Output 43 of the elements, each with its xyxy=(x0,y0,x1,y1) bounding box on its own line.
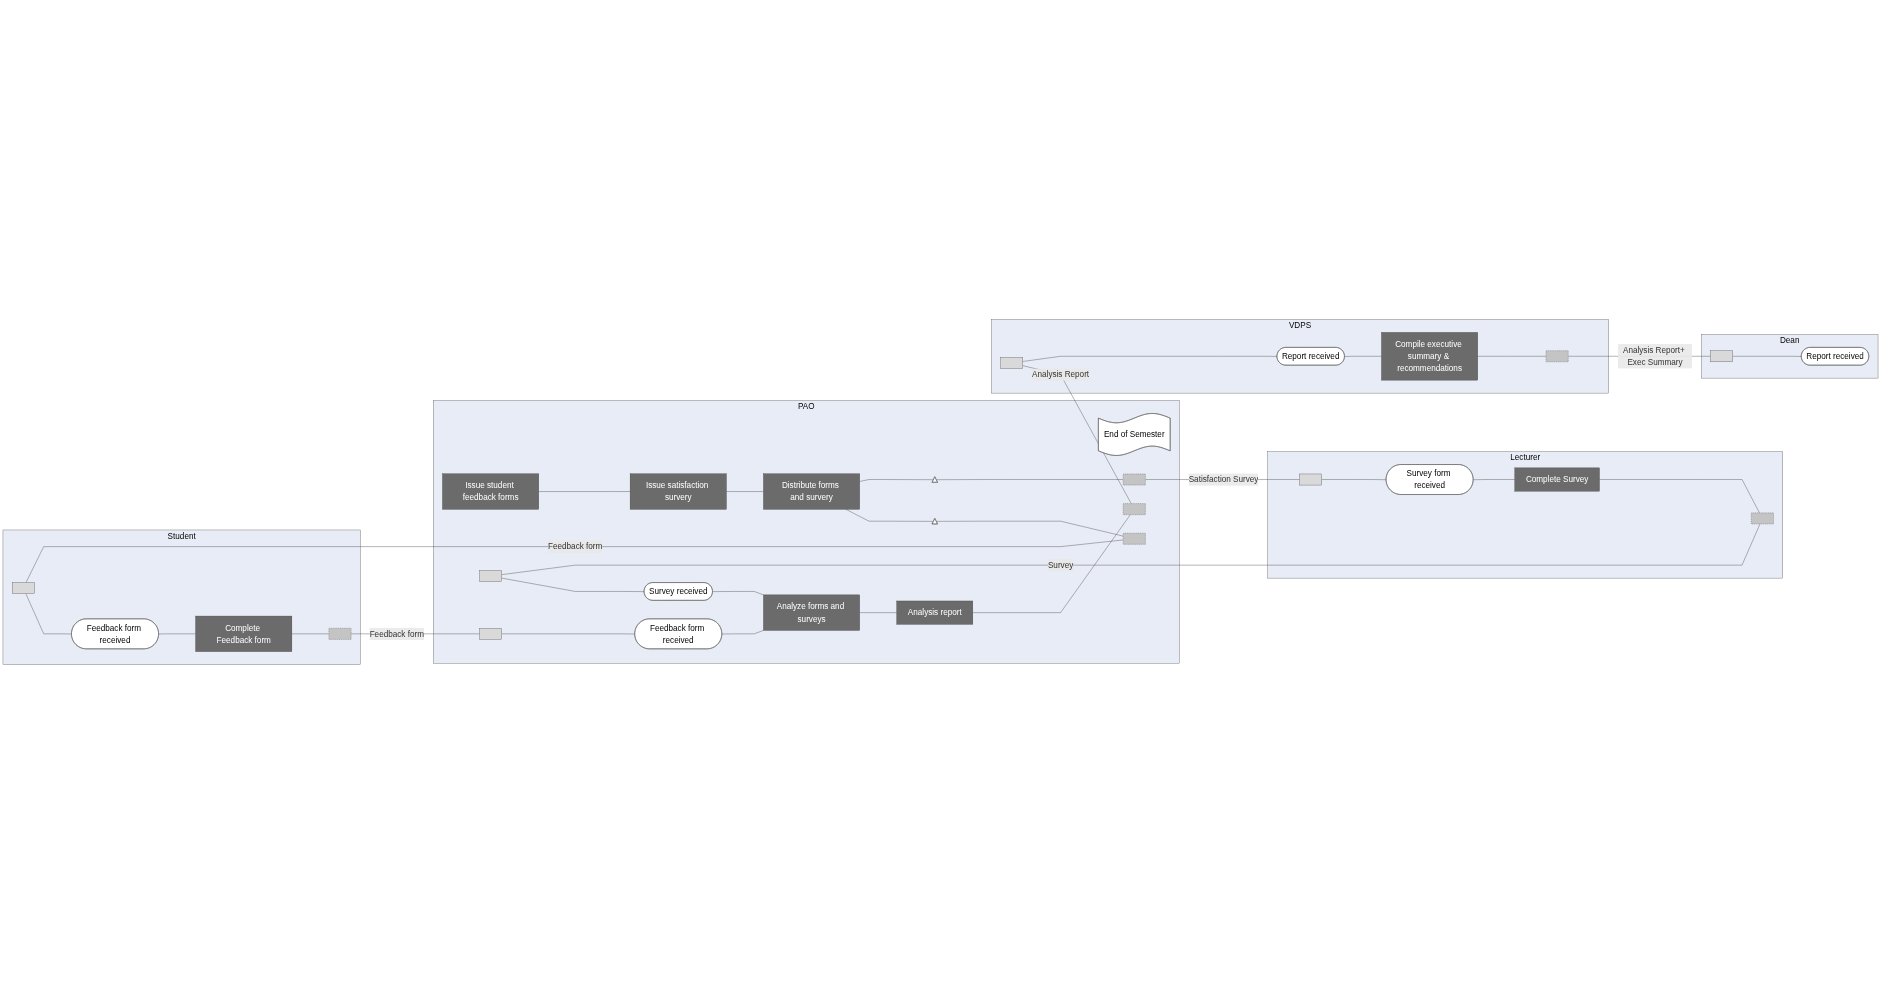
node-box: Complete Feedback form xyxy=(195,615,293,652)
node-box xyxy=(1123,473,1146,486)
node-box xyxy=(1710,350,1733,362)
node-box xyxy=(479,570,502,582)
node-box xyxy=(1000,357,1023,369)
node-box: Issue satisfaction survery xyxy=(629,473,727,510)
node-box xyxy=(1545,350,1569,362)
connector xyxy=(712,591,764,596)
node-box xyxy=(1123,533,1146,545)
node-box xyxy=(328,628,352,640)
node-box xyxy=(1751,512,1774,525)
node-box: Analysis report xyxy=(896,600,973,625)
node-box: Compile executive summary & recommendations xyxy=(1381,332,1478,381)
node-box xyxy=(1123,503,1146,515)
connector xyxy=(158,633,196,635)
connector xyxy=(972,514,1131,613)
connector xyxy=(291,633,330,635)
edge-label: Feedback form xyxy=(548,542,603,552)
edge-label: Analysis Report xyxy=(1032,370,1090,380)
edge-label: Satisfaction Survey xyxy=(1188,474,1259,485)
node-box xyxy=(479,628,502,640)
node-box xyxy=(12,582,35,594)
connector xyxy=(1477,356,1547,357)
node-box: Analyze forms and surveys xyxy=(763,594,860,631)
edge-label: Survey xyxy=(1047,560,1074,570)
node-box xyxy=(1299,473,1322,486)
node-box: Distribute forms and survery xyxy=(763,473,860,510)
connector xyxy=(1022,365,1132,504)
connector xyxy=(538,491,631,492)
connector xyxy=(1344,356,1382,357)
connector xyxy=(859,612,897,613)
connector xyxy=(1473,479,1515,480)
node-box: Issue student feedback forms xyxy=(442,473,539,510)
connector xyxy=(936,479,1124,480)
edge-label: Feedback form xyxy=(369,629,424,639)
connector xyxy=(1599,479,1760,514)
connector xyxy=(936,521,1124,537)
connector xyxy=(845,509,934,522)
edge-label: Analysis Report+ Exec Summary xyxy=(1622,345,1685,368)
connector xyxy=(721,630,764,635)
node-box: Complete Survey xyxy=(1514,467,1600,492)
connector xyxy=(859,479,934,482)
connector xyxy=(726,491,764,492)
